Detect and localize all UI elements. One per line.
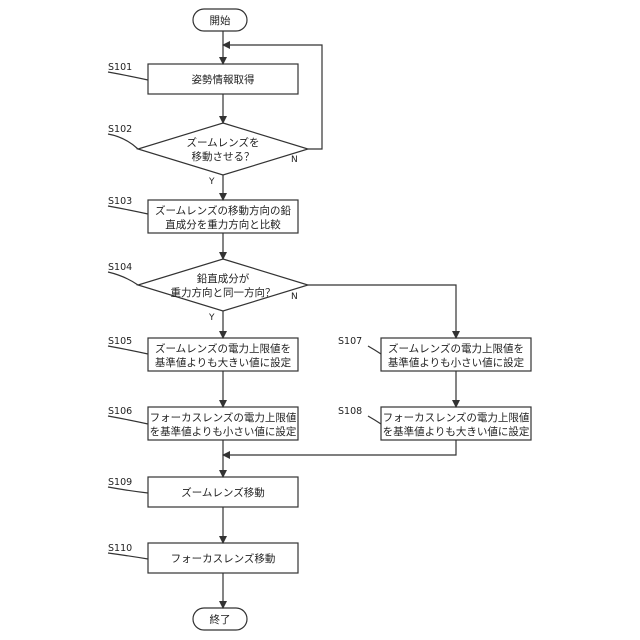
decision-s104: S104 鉛直成分が 重力方向と同一方向？ Y N [108, 259, 308, 323]
step-id-s102: S102 [108, 124, 132, 135]
text-s102-line1: ズームレンズを [187, 136, 260, 149]
step-s107: S107 ズームレンズの電力上限値を 基準値よりも小さい値に設定 [338, 336, 531, 371]
step-id-s110: S110 [108, 543, 132, 554]
text-s102-line2: 移動させる？ [192, 150, 255, 163]
start-terminal: 開始 [193, 9, 247, 31]
step-s101: S101 姿勢情報取得 [108, 62, 298, 94]
leader-s106 [108, 416, 148, 424]
leader-s104 [108, 272, 138, 285]
step-id-s103: S103 [108, 196, 132, 207]
step-id-s105: S105 [108, 336, 132, 347]
decision-s102: S102 ズームレンズを 移動させる？ Y N [108, 123, 308, 187]
step-s103: S103 ズームレンズの移動方向の鉛 直成分を重力方向と比較 [108, 196, 298, 233]
step-s108: S108 フォーカスレンズの電力上限値 を基準値よりも大きい値に設定 [338, 406, 531, 440]
text-s109: ズームレンズ移動 [181, 486, 264, 499]
text-s101: 姿勢情報取得 [192, 73, 255, 86]
leader-s103 [108, 206, 148, 214]
end-label: 終了 [210, 613, 231, 626]
step-id-s107: S107 [338, 336, 362, 347]
text-s104-line2: 重力方向と同一方向？ [171, 286, 276, 299]
step-s105: S105 ズームレンズの電力上限値を 基準値よりも大きい値に設定 [108, 336, 298, 371]
step-s109: S109 ズームレンズ移動 [108, 477, 298, 507]
arrow-s108-merge [223, 440, 456, 455]
text-s104-line1: 鉛直成分が [197, 272, 250, 285]
text-s107-line1: ズームレンズの電力上限値を [388, 342, 524, 355]
text-s103-line1: ズームレンズの移動方向の鉛 [155, 204, 291, 217]
branch-no-s104: N [291, 292, 298, 302]
connectors [223, 31, 456, 608]
step-id-s106: S106 [108, 406, 132, 417]
start-label: 開始 [210, 14, 231, 27]
branch-yes-s102: Y [208, 177, 215, 187]
diamond-s104 [138, 259, 308, 311]
branch-no-s102: N [291, 155, 298, 165]
leader-s108 [368, 416, 381, 424]
text-s107-line2: 基準値よりも小さい値に設定 [388, 356, 525, 369]
leader-s105 [108, 346, 148, 354]
text-s106-line1: フォーカスレンズの電力上限値 [150, 411, 297, 424]
step-id-s101: S101 [108, 62, 132, 73]
step-s110: S110 フォーカスレンズ移動 [108, 543, 298, 573]
step-s106: S106 フォーカスレンズの電力上限値 を基準値よりも小さい値に設定 [108, 406, 298, 440]
leader-s107 [368, 346, 381, 354]
step-id-s109: S109 [108, 477, 132, 488]
text-s106-line2: を基準値よりも小さい値に設定 [150, 425, 297, 438]
text-s105-line1: ズームレンズの電力上限値を [155, 342, 291, 355]
text-s103-line2: 直成分を重力方向と比較 [165, 218, 281, 231]
leader-s101 [108, 72, 148, 80]
text-s108-line1: フォーカスレンズの電力上限値 [383, 411, 530, 424]
text-s105-line2: 基準値よりも大きい値に設定 [155, 356, 292, 369]
end-terminal: 終了 [193, 608, 247, 630]
branch-yes-s104: Y [208, 313, 215, 323]
leader-s102 [108, 134, 138, 149]
step-id-s108: S108 [338, 406, 362, 417]
arrow-s104-s107 [308, 285, 456, 338]
text-s110: フォーカスレンズ移動 [171, 552, 276, 565]
text-s108-line2: を基準値よりも大きい値に設定 [383, 425, 530, 438]
diamond-s102 [138, 123, 308, 175]
step-id-s104: S104 [108, 262, 132, 273]
